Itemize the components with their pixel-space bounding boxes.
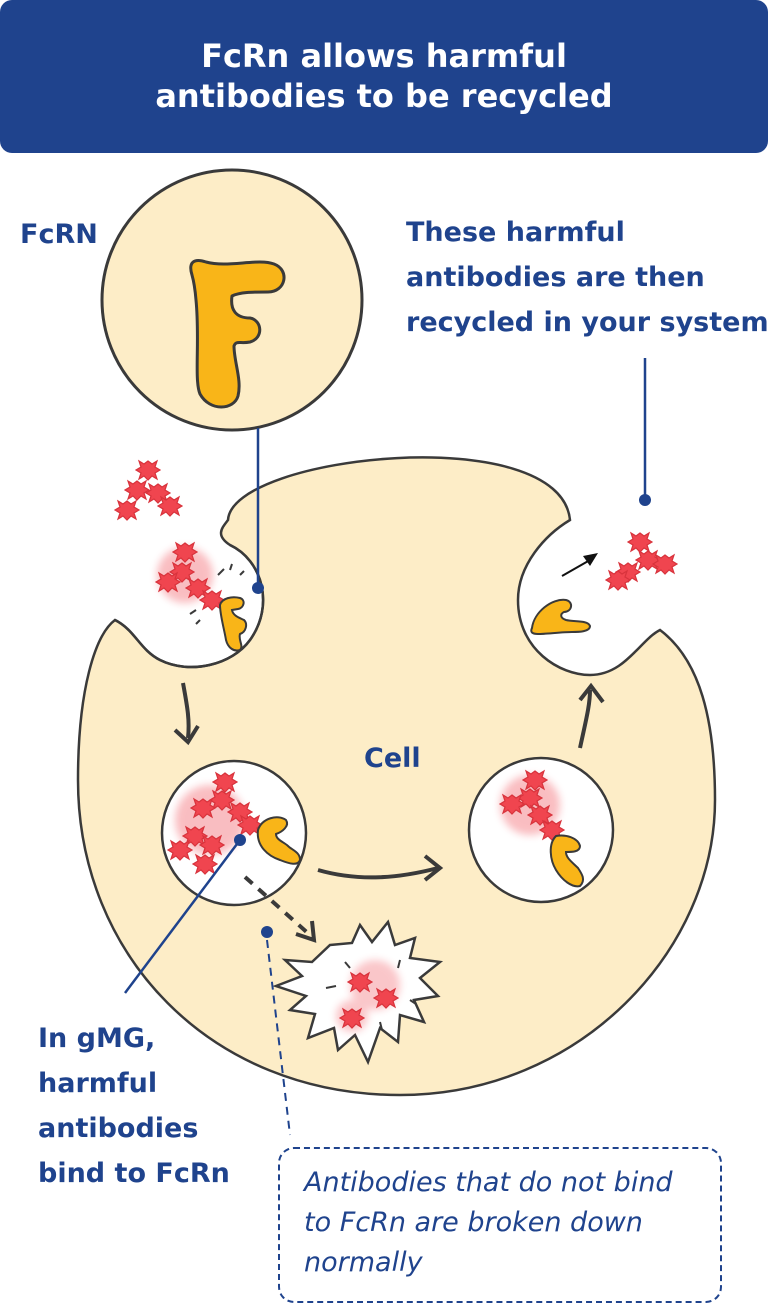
flow-arrow-up-head — [578, 682, 605, 704]
fcrn-receptor-icon — [530, 598, 592, 636]
breakdown-arrow — [243, 875, 312, 937]
binding-sparks — [189, 563, 245, 625]
flow-arrow-right-head — [423, 854, 444, 882]
bind-label-line-4: bind to FcRn — [38, 1158, 230, 1189]
breakdown-debris — [325, 959, 417, 1031]
note-pointer-line — [266, 939, 291, 1136]
bind-label-line-2: harmful — [38, 1068, 158, 1099]
bind-pointer-line — [124, 839, 241, 994]
page-title-line-2: antibodies to be recycled — [155, 77, 613, 115]
bind-pointer-dot — [234, 834, 246, 846]
recycled-label-line-1: These harmful — [406, 217, 625, 248]
fcrn-receptor-icon — [189, 259, 286, 409]
antibody-icon — [155, 542, 225, 611]
breakdown-note-box — [278, 1147, 722, 1303]
antibody-icon — [114, 460, 183, 521]
fcrn-receptor-icon — [256, 816, 302, 865]
header-banner: FcRn allows harmful antibodies to be rec… — [0, 0, 768, 153]
page-title-line-1: FcRn allows harmful — [201, 37, 567, 75]
note-pointer-dot — [261, 926, 273, 938]
note-line-1: Antibodies that do not bind — [304, 1167, 673, 1198]
flow-arrow-up — [578, 689, 592, 749]
uptake-pocket — [114, 543, 265, 669]
release-arrow-head — [583, 553, 598, 566]
flow-arrow-right — [317, 866, 439, 880]
flow-arrow-down — [181, 682, 191, 739]
breakdown-arrow-head — [295, 920, 317, 943]
note-line-3: normally — [304, 1247, 423, 1278]
antibody-icon — [499, 770, 565, 841]
bind-label-line-1: In gMG, — [38, 1023, 156, 1054]
fcrn-receptor-icon — [549, 834, 585, 888]
antibody-icon — [605, 532, 678, 591]
bind-label-line-3: antibodies — [38, 1113, 199, 1144]
recycled-label-line-3: recycled in your system — [406, 307, 768, 338]
fcrn-label: FcRN — [20, 219, 98, 250]
release-arrow — [561, 559, 591, 577]
antibody-icon — [167, 772, 263, 875]
fcrn-pointer-dot — [252, 582, 264, 594]
recycle-pointer-dot — [639, 494, 651, 506]
flow-arrow-down-head — [173, 724, 200, 746]
cell-label: Cell — [364, 743, 421, 774]
recycled-label-line-2: antibodies are then — [406, 262, 705, 293]
fcrn-receptor-icon — [218, 596, 248, 652]
note-line-2: to FcRn are broken down — [304, 1207, 643, 1238]
